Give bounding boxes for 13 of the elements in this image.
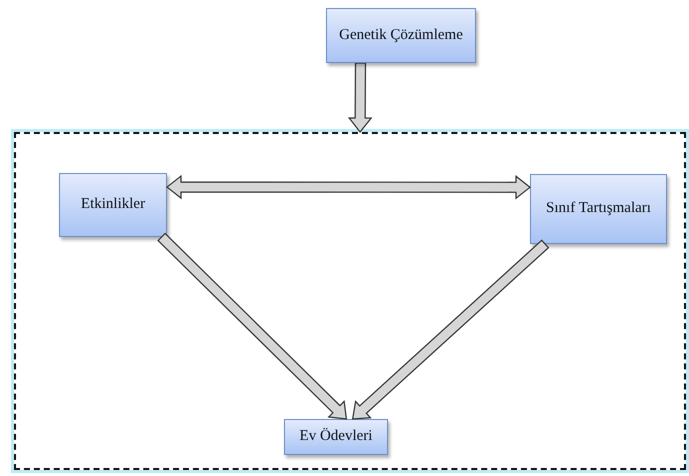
process-box (530, 174, 667, 244)
block-arrow (166, 174, 531, 200)
block-arrow (352, 239, 550, 420)
node-label: Etkinlikler (80, 195, 146, 214)
block-arrow (157, 232, 348, 420)
node-label: Genetik Çözümleme (339, 26, 463, 45)
process-box (326, 8, 476, 63)
block-arrow (348, 62, 372, 133)
dashed-frame (14, 132, 686, 470)
node-label: Ev Ödevleri (300, 427, 372, 446)
node-label: Sınıf Tartışmaları (546, 199, 651, 218)
process-box (59, 173, 167, 237)
process-box (284, 419, 388, 455)
